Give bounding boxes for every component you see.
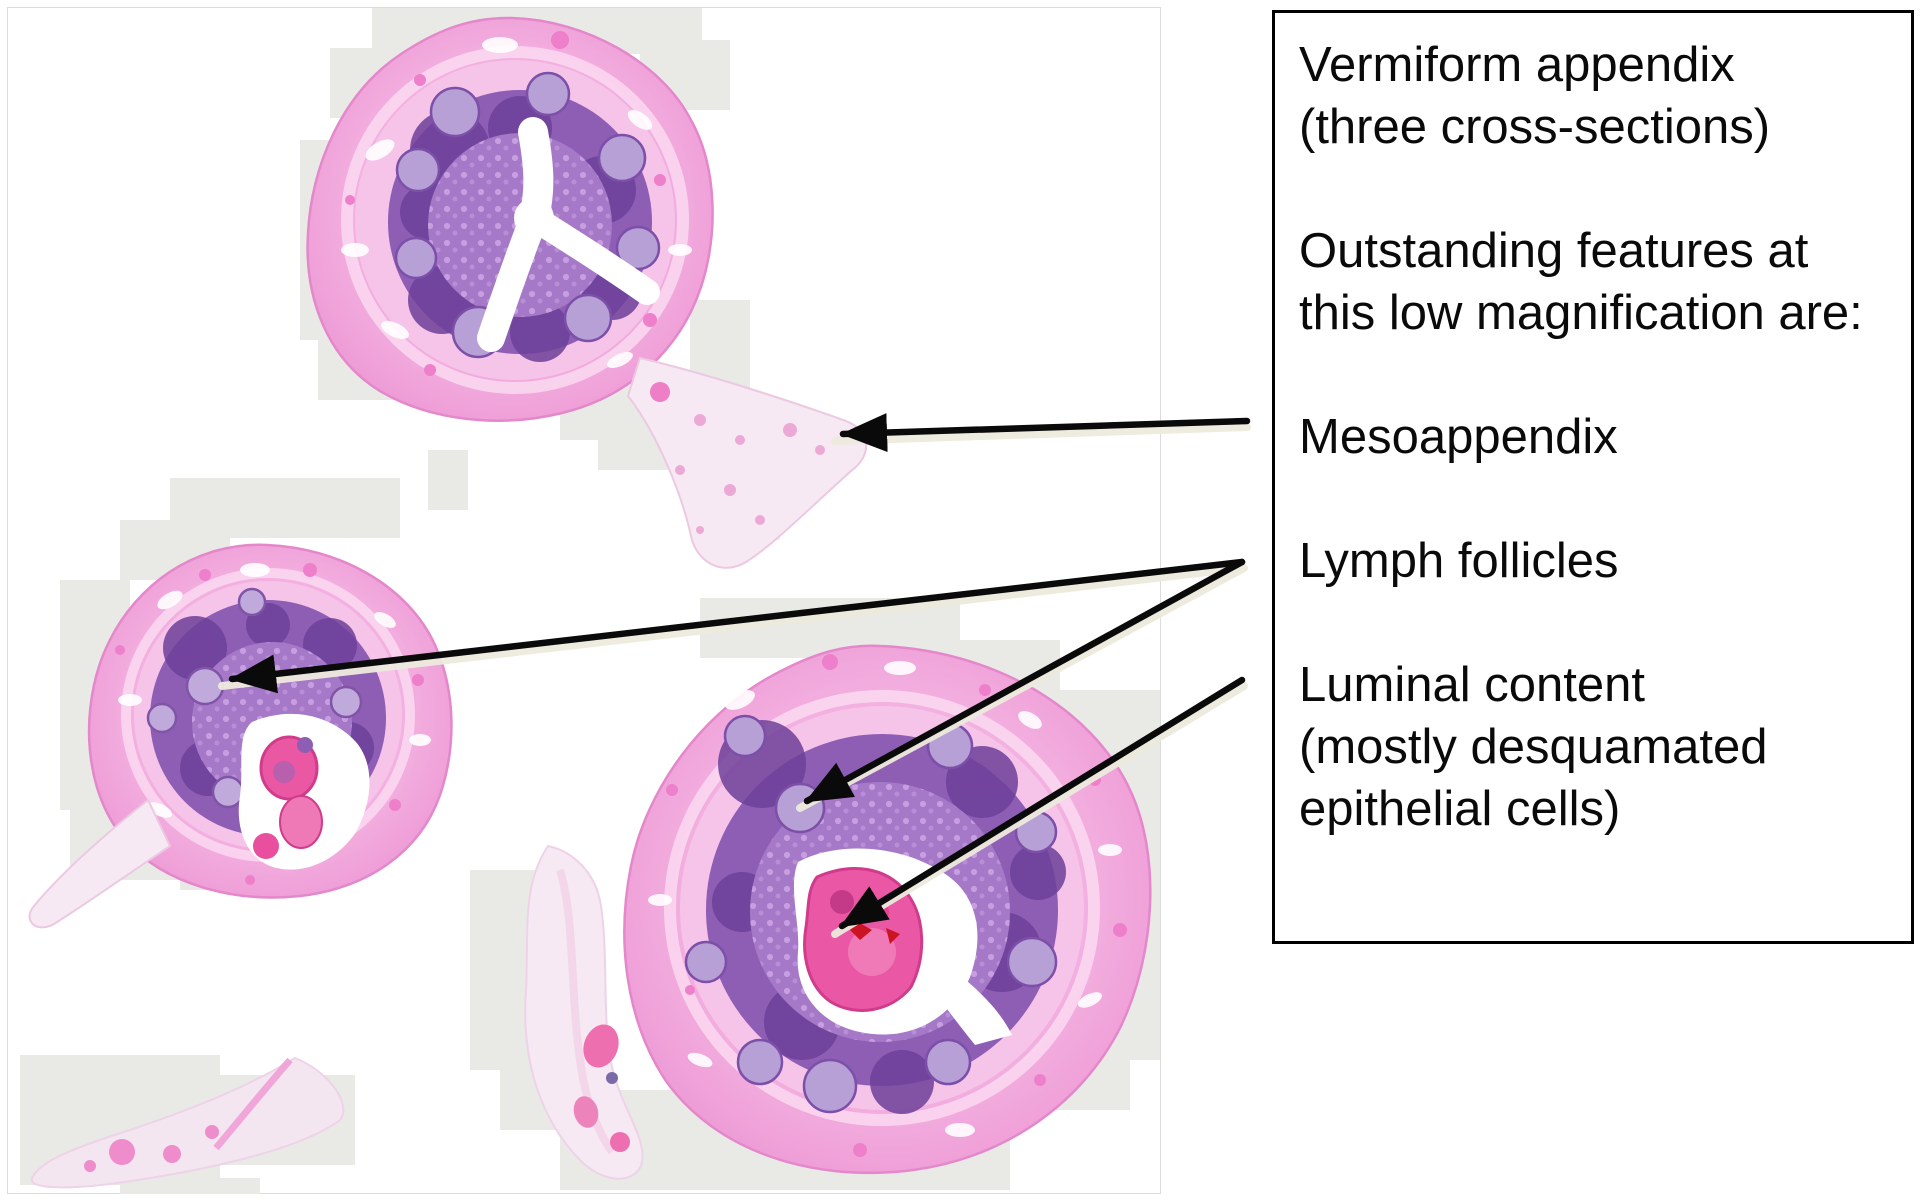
section2-lumen — [238, 713, 370, 870]
annotation-line-blank — [1299, 344, 1901, 406]
annotation-line-intro-2: this low magnification are: — [1299, 286, 1863, 340]
appendix-cross-section-top — [306, 16, 868, 569]
section2-target-follicle — [185, 666, 225, 706]
annotation-label-luminal-content-1: Luminal content — [1299, 658, 1645, 712]
fatty-tissue-fragment — [30, 1056, 345, 1189]
section2-tail — [28, 798, 172, 929]
annotation-arrows — [218, 413, 1251, 938]
luminal-content-arrow — [838, 676, 1246, 930]
section3-lymph-follicles — [684, 714, 1058, 1114]
annotation-line-title-1: Vermiform appendix — [1299, 38, 1735, 92]
annotation-line-intro-1: Outstanding features at — [1299, 224, 1809, 278]
mesoappendix-arrow — [839, 413, 1251, 453]
annotation-label-luminal-content-3: epithelial cells) — [1299, 782, 1621, 836]
mesoappendix — [626, 356, 868, 569]
lymph-follicle-arrow-bottom — [803, 558, 1246, 805]
annotation-line-blank — [1299, 468, 1901, 530]
appendix-cross-section-bottom-right — [524, 644, 1152, 1180]
annotation-label-mesoappendix: Mesoappendix — [1299, 410, 1618, 464]
appendix-cross-section-middle-left — [28, 543, 453, 1189]
lymph-follicle-arrow-left — [228, 558, 1246, 694]
annotation-line-title-2: (three cross-sections) — [1299, 100, 1771, 154]
section3-tail — [524, 844, 644, 1180]
annotation-line-blank — [1299, 158, 1901, 220]
annotation-label-lymph-follicles: Lymph follicles — [1299, 534, 1619, 588]
annotation-label-luminal-content-2: (mostly desquamated — [1299, 720, 1768, 774]
annotation-box: Vermiform appendix (three cross-sections… — [1272, 10, 1914, 944]
section1-lymph-follicles — [394, 71, 661, 359]
annotation-line-blank — [1299, 592, 1901, 654]
